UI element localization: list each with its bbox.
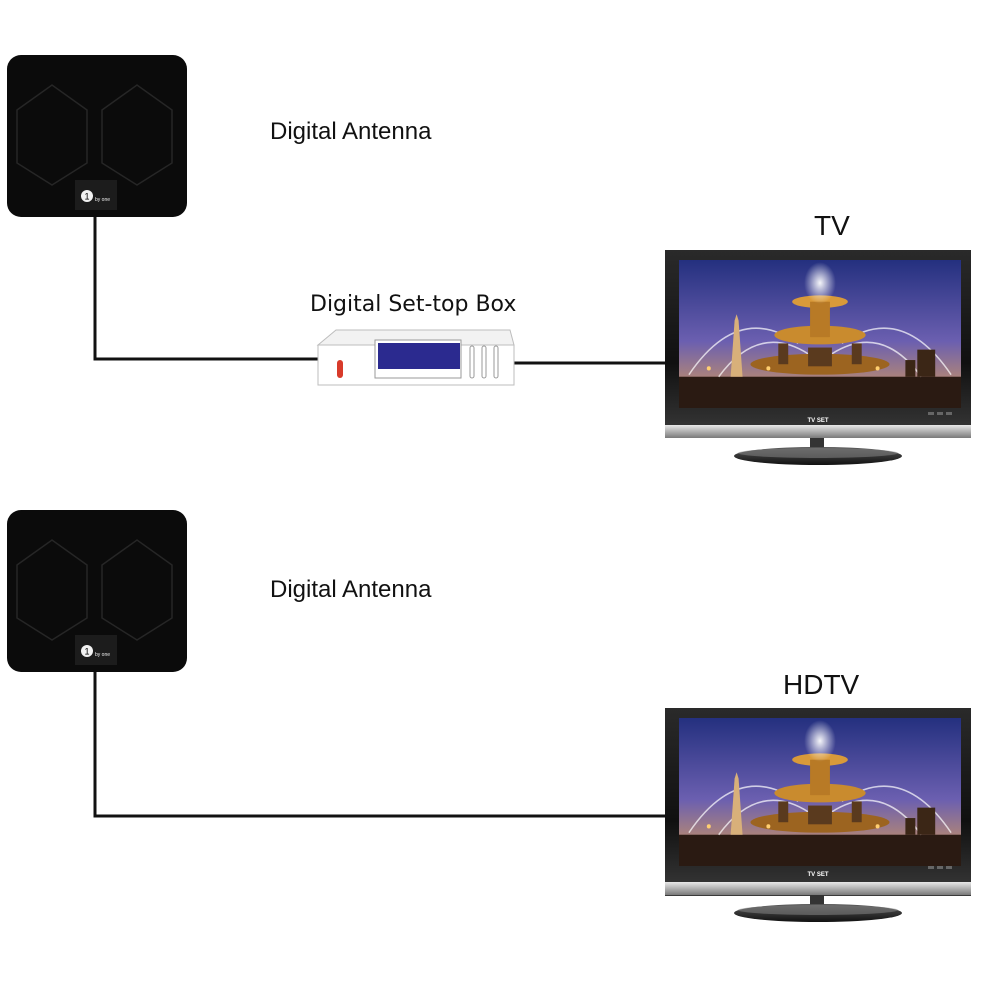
- cable-antenna-to-stb: [93, 216, 318, 361]
- hdtv-image: TV SET: [665, 708, 971, 922]
- hdtv-bezel-text: TV SET: [807, 872, 828, 878]
- tv-image: TV SET: [665, 250, 971, 465]
- diagram-2: 1 by one TV SET: [6, 509, 971, 922]
- antenna-logo-text: by one: [95, 652, 110, 658]
- set-top-box-label: Digital Set-top Box: [310, 292, 517, 317]
- antenna-image: 1 by one: [6, 54, 188, 218]
- antenna-logo-text: by one: [95, 197, 110, 203]
- set-top-box-image: [316, 329, 515, 386]
- hdtv-label: HDTV: [783, 669, 860, 700]
- cable-antenna-to-hdtv: [93, 670, 668, 818]
- tv-label: TV: [814, 210, 850, 241]
- diagram-1: 1 by one TV SET: [6, 54, 971, 465]
- antenna-label-2: Digital Antenna: [270, 576, 432, 603]
- antenna-label: Digital Antenna: [270, 118, 432, 145]
- tv-bezel-text: TV SET: [807, 418, 828, 424]
- antenna-image-2: 1 by one: [6, 509, 188, 673]
- antenna-logo-number: 1: [84, 647, 89, 657]
- antenna-logo-number: 1: [84, 192, 89, 202]
